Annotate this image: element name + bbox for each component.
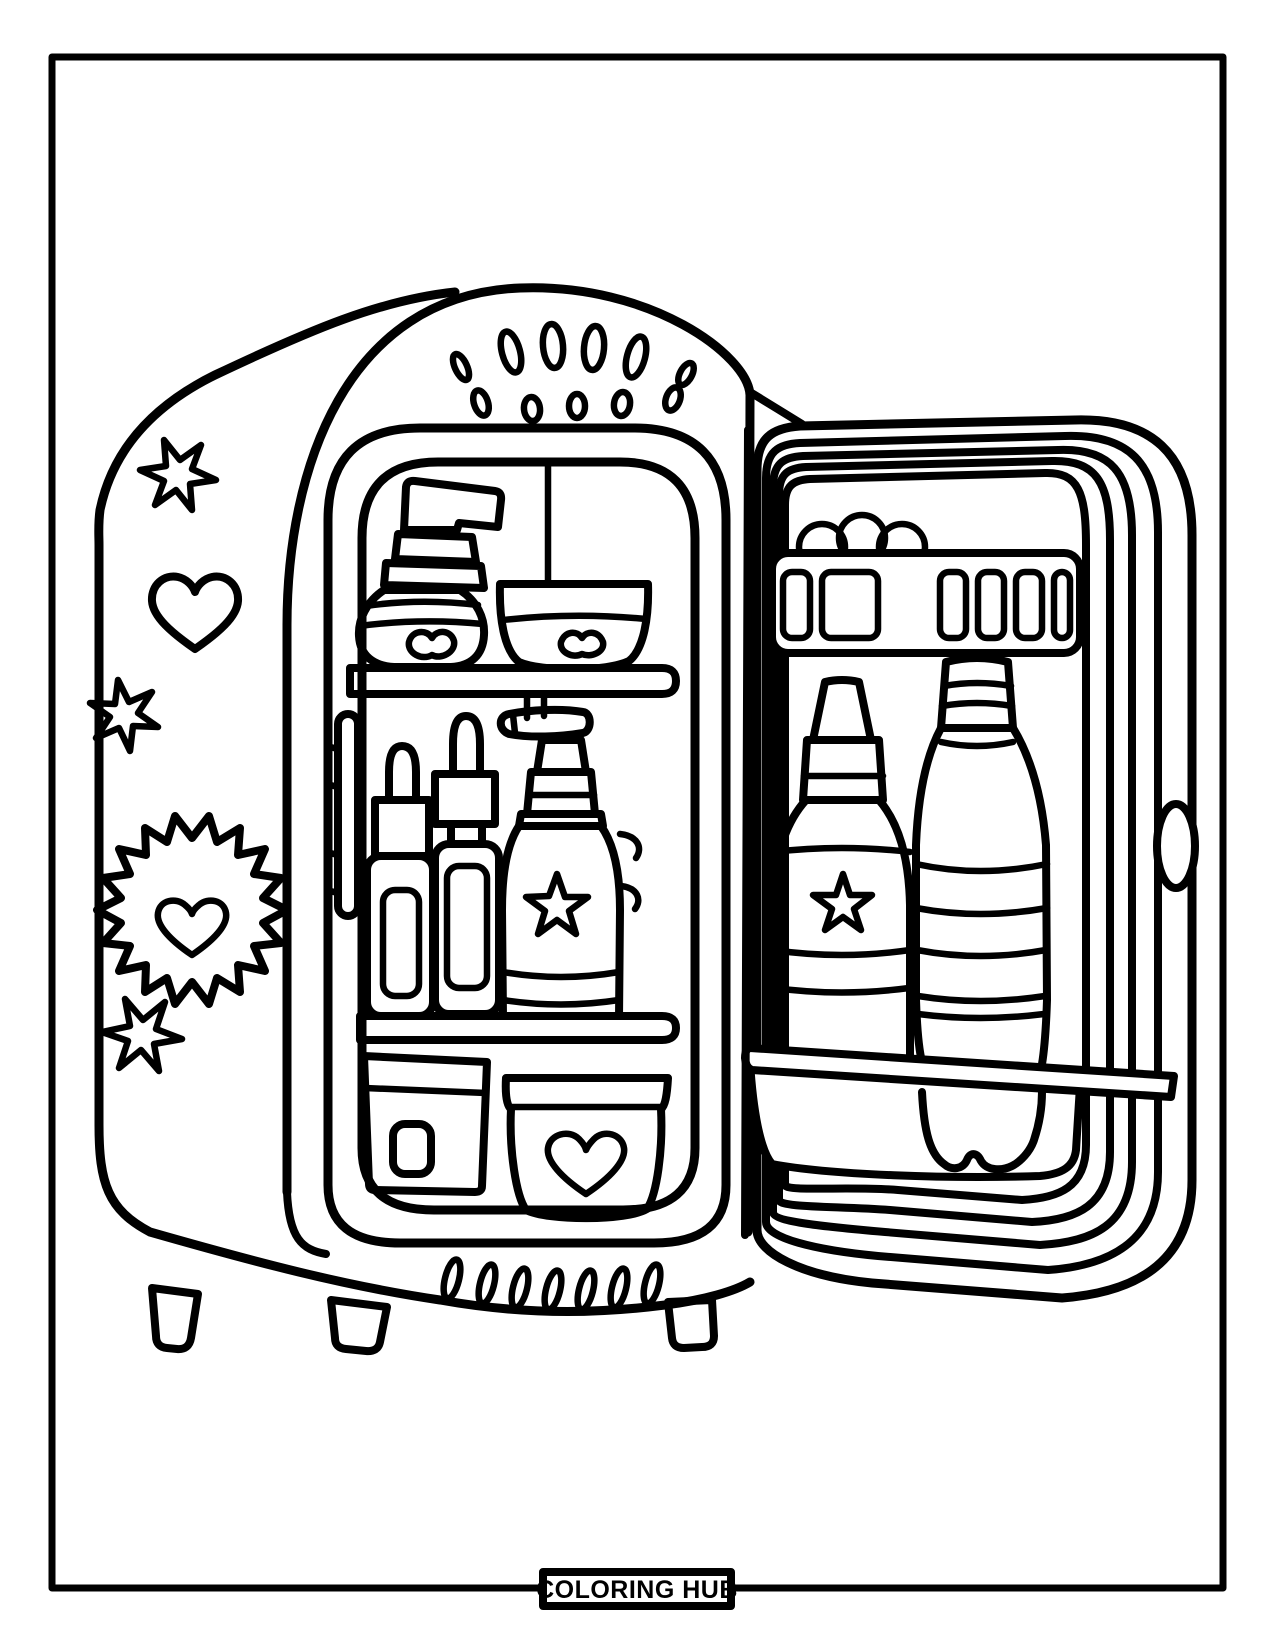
vent-slot xyxy=(565,390,589,422)
shelf-board xyxy=(356,1012,680,1044)
front-bottom-corner xyxy=(283,1188,330,1258)
vent-slot xyxy=(610,388,634,420)
tray-slat xyxy=(818,568,882,642)
bottle-collar xyxy=(799,736,887,804)
vent-slot xyxy=(497,328,525,376)
pump-head xyxy=(400,476,506,534)
vent-slot xyxy=(607,1265,631,1311)
vent-slots-top xyxy=(449,320,697,425)
door-outline xyxy=(752,415,1197,1303)
hidden-bottle xyxy=(616,830,643,913)
vent-slot xyxy=(574,1267,598,1313)
door-handle xyxy=(1153,800,1199,892)
hinge-rail xyxy=(334,710,362,920)
bottle-label xyxy=(443,862,491,992)
heart-icon xyxy=(148,572,242,653)
striped-bottle xyxy=(912,654,1051,1068)
bottle-label xyxy=(379,886,423,1000)
dropper-bottle xyxy=(363,742,437,1020)
bin-body xyxy=(746,1058,1084,1181)
cream-bowl xyxy=(495,580,653,674)
lips-mark xyxy=(405,628,458,661)
lips-mark xyxy=(557,629,607,659)
hinge-arc xyxy=(746,388,806,428)
dropper-collar xyxy=(431,770,499,828)
vent-slot xyxy=(541,1267,565,1313)
pump-spout xyxy=(496,705,594,741)
vent-slot xyxy=(675,359,697,389)
fridge-foot xyxy=(327,1296,391,1356)
dropper-top xyxy=(385,742,420,804)
vent-slot xyxy=(622,333,650,381)
container-window xyxy=(389,1120,435,1178)
pump-neck xyxy=(533,736,590,776)
vent-slot xyxy=(508,1265,532,1311)
vent-slot xyxy=(539,320,567,372)
door-edge xyxy=(769,445,1136,1249)
fridge-body xyxy=(94,283,755,1356)
bottle-body xyxy=(769,796,914,1066)
side-decorations xyxy=(86,436,291,1075)
tray-slat xyxy=(936,568,970,642)
bottle-base xyxy=(918,1088,1046,1174)
star-icon xyxy=(522,870,592,938)
tray-slat xyxy=(779,568,814,642)
fridge-door xyxy=(741,388,1199,1303)
bottle-body xyxy=(912,724,1051,1068)
jar-lid xyxy=(380,559,488,592)
badge-heart xyxy=(154,897,230,959)
bottle-neck xyxy=(937,654,1017,732)
dropper-collar xyxy=(371,796,433,860)
fridge-side-panel xyxy=(94,287,755,1316)
fridge-front-face xyxy=(282,283,755,1237)
shelf-board xyxy=(346,664,680,698)
brand-label-box xyxy=(539,1568,735,1610)
bottle-body xyxy=(363,852,437,1020)
tray-slat xyxy=(1050,568,1074,642)
vent-slots-bottom xyxy=(440,1256,664,1313)
interior-frame-outer xyxy=(323,423,731,1248)
sparkle-star-icon xyxy=(136,436,220,514)
vent-slot xyxy=(640,1261,664,1307)
starburst-heart-badge-icon xyxy=(93,812,291,1008)
heart-cream-tub xyxy=(501,1074,672,1223)
pump-dispenser-jar xyxy=(354,476,506,671)
vent-slot xyxy=(661,384,685,414)
vent-slot xyxy=(440,1256,464,1302)
door-edge xyxy=(775,456,1114,1226)
heart-icon xyxy=(544,1130,628,1198)
front-right-edge xyxy=(741,426,752,1239)
tray-slat xyxy=(974,568,1008,642)
fridge-foot xyxy=(664,1296,718,1352)
vent-slot xyxy=(520,393,544,425)
vent-slot xyxy=(449,350,473,384)
egg-tray xyxy=(768,511,1084,657)
door-edge xyxy=(762,431,1162,1274)
interior-frame-inner xyxy=(357,457,700,1215)
dropper-top xyxy=(449,712,484,778)
vent-slot xyxy=(580,322,608,374)
vent-slot xyxy=(469,387,493,419)
square-container xyxy=(360,1052,491,1196)
star-serum-bottle xyxy=(769,676,914,1066)
vent-slot xyxy=(475,1261,499,1307)
fridge-foot xyxy=(148,1284,202,1354)
star-pump-bottle xyxy=(496,690,643,1022)
sparkle-star-icon xyxy=(86,676,162,755)
door-interior-panel xyxy=(781,468,1090,1204)
brand-label-text: COLORING HUB xyxy=(536,1576,738,1604)
sparkle-star-icon xyxy=(98,995,186,1075)
fridge-interior xyxy=(323,423,731,1248)
jar-lid xyxy=(391,530,480,566)
tray-slat xyxy=(1012,568,1046,642)
dropper-bottle xyxy=(431,712,503,1018)
bottle-cap xyxy=(809,676,875,744)
star-icon xyxy=(809,870,876,934)
